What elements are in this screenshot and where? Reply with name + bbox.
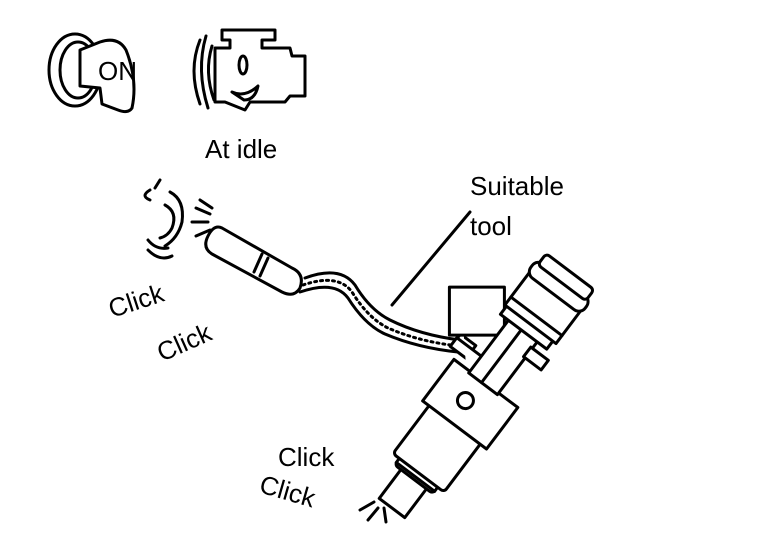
ear-icon (143, 178, 214, 260)
tool-label: tool (470, 211, 512, 241)
ignition-on-label: ON (98, 56, 137, 86)
click-ear-label-2: Click (152, 317, 217, 368)
at-idle-label: At idle (205, 134, 277, 164)
suitable-label: Suitable (470, 171, 564, 201)
engine-icon (192, 28, 307, 112)
click-nozzle-label-1: Click (278, 442, 335, 472)
fuel-injector (377, 253, 594, 520)
click-nozzle-label-2: Click (256, 469, 319, 514)
ignition-key-icon: ON (47, 32, 137, 114)
click-ear-label-1: Click (105, 277, 169, 323)
stethoscope-tool (204, 225, 478, 360)
leader-line (390, 210, 472, 307)
